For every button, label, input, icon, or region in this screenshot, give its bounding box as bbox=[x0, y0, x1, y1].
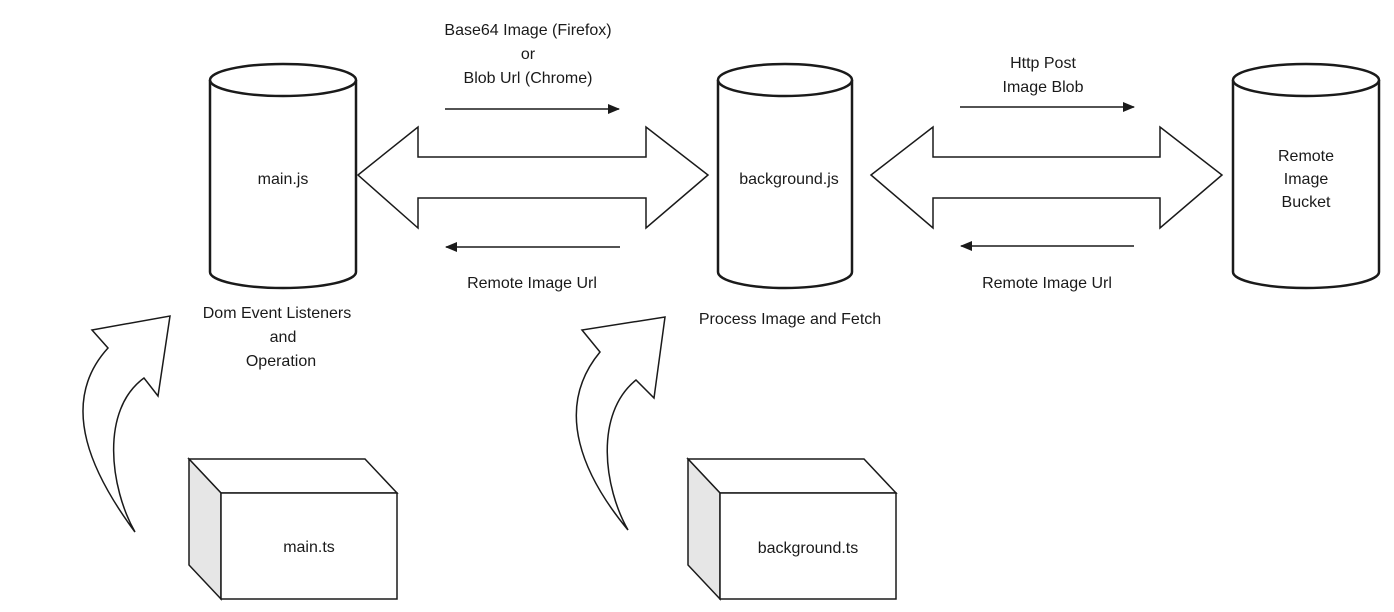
edge-label-background-to-main: Remote Image Url bbox=[467, 275, 597, 292]
background-ts-label: background.ts bbox=[758, 540, 859, 557]
main-role-label-3: Operation bbox=[246, 353, 316, 370]
edge-label-main-to-background-2: or bbox=[521, 46, 536, 63]
remote-bucket-label-3: Bucket bbox=[1282, 194, 1331, 211]
curved-arrow-background-ts bbox=[575, 316, 666, 531]
edge-label-main-to-background-1: Base64 Image (Firefox) bbox=[444, 22, 611, 39]
background-js-cylinder: background.js bbox=[716, 62, 854, 290]
remote-bucket-label-1: Remote bbox=[1278, 148, 1334, 165]
edge-label-main-to-background-3: Blob Url (Chrome) bbox=[464, 70, 593, 87]
double-arrow-background-bucket bbox=[869, 125, 1224, 230]
edge-label-bucket-to-background: Remote Image Url bbox=[982, 275, 1112, 292]
main-role-label-2: and bbox=[270, 329, 297, 346]
double-arrow-main-background bbox=[356, 125, 710, 230]
background-role-label: Process Image and Fetch bbox=[699, 311, 881, 328]
main-ts-label: main.ts bbox=[283, 539, 335, 556]
remote-bucket-label-2: Image bbox=[1284, 171, 1329, 188]
main-ts-box: main.ts bbox=[187, 457, 399, 601]
main-js-cylinder: main.js bbox=[208, 62, 358, 290]
edge-label-background-to-bucket-1: Http Post bbox=[1010, 55, 1076, 72]
main-role-label-1: Dom Event Listeners bbox=[203, 305, 352, 322]
main-js-label: main.js bbox=[258, 171, 309, 188]
background-ts-box: background.ts bbox=[686, 457, 898, 601]
edge-label-background-to-bucket-2: Image Blob bbox=[1003, 79, 1084, 96]
background-js-label: background.js bbox=[739, 171, 839, 188]
curved-arrow-main-ts bbox=[82, 315, 171, 533]
remote-bucket-cylinder: Remote Image Bucket bbox=[1231, 62, 1381, 290]
